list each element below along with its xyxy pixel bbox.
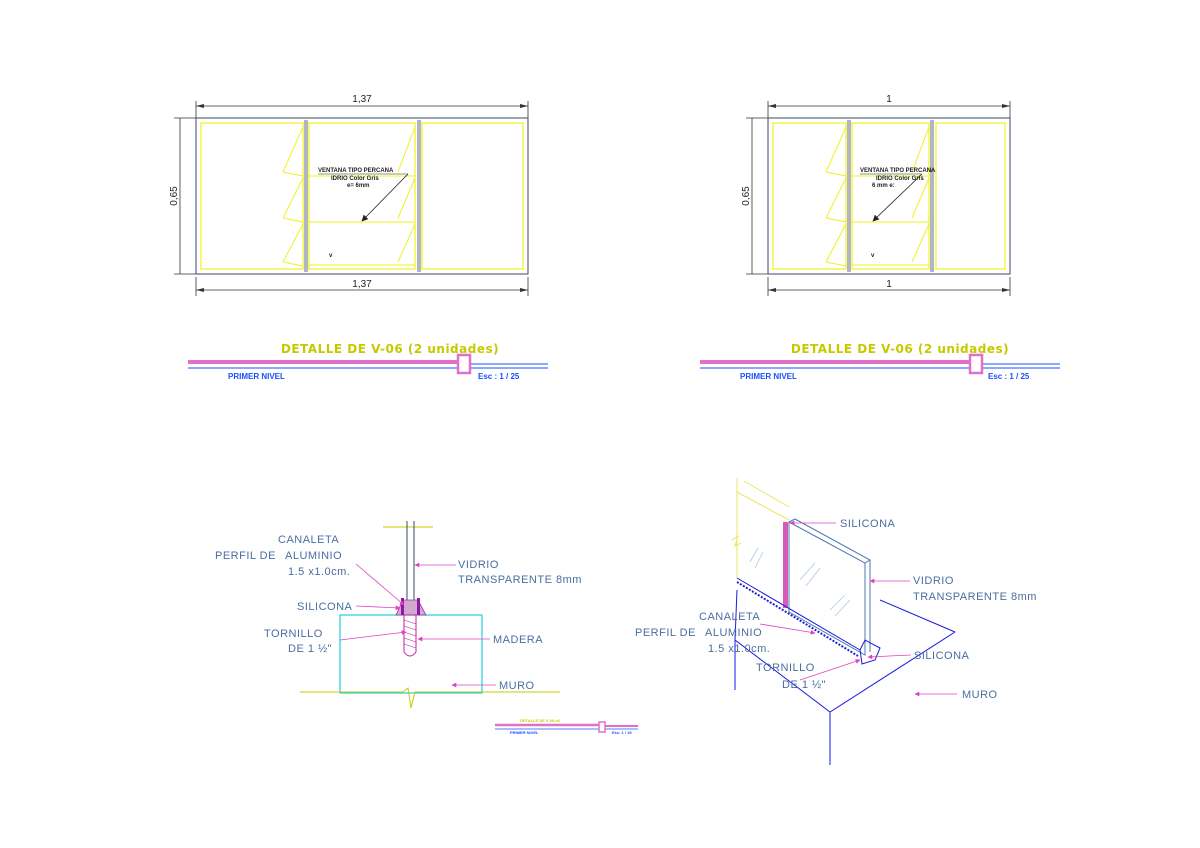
sec-aluminio: ALUMINIO [285,550,342,562]
sec-level: PRIMER NIVEL [510,730,539,735]
title-block-right: DETALLE DE V-06 (2 unidades) PRIMER NIVE… [700,342,1060,381]
note-line1-right: VENTANA TIPO PERCANA [860,168,936,174]
section-detail: CANALETA PERFIL DE ALUMINIO 1.5 x1.0cm. … [215,521,638,735]
iso-transparente: TRANSPARENTE 8mm [913,591,1037,603]
sec-muro: MURO [499,680,535,692]
level-right: PRIMER NIVEL [740,372,797,381]
window-elevation-right: 1 1 0,65 VENTANA TI [741,94,1011,296]
note-line1-left: VENTANA TIPO PERCANA [318,168,394,174]
sec-de: DE 1 ½" [288,643,332,655]
iso-tornillo: TORNILLO [756,662,815,674]
iso-medida: 1.5 x1.0cm. [708,643,770,655]
iso-de: DE 1 ½" [782,679,826,691]
sec-tornillo: TORNILLO [264,628,323,640]
sec-silicona: SILICONA [297,601,353,613]
iso-canaleta: CANALETA [699,611,760,623]
iso-aluminio: ALUMINIO [705,627,762,639]
title-right: DETALLE DE V-06 (2 unidades) [791,342,1009,356]
sec-canaleta: CANALETA [278,534,339,546]
scale-left: Esc : 1 / 25 [478,372,520,381]
scale-right: Esc : 1 / 25 [988,372,1030,381]
sec-vidrio: VIDRIO [458,559,499,571]
window-elevation-left: 1,37 1,37 0,65 [169,94,529,296]
dim-top-left: 1,37 [352,94,372,105]
title-block-left: DETALLE DE V-06 (2 unidades) PRIMER NIVE… [188,342,548,381]
dim-top-right: 1 [886,94,892,105]
note-line3-right: 6 mm e: [872,183,895,189]
isometric-detail: SILICONA VIDRIO TRANSPARENTE 8mm CANALET… [635,478,1037,765]
note-line3-left: e= 6mm [347,183,370,189]
dim-side-left: 0,65 [169,186,180,206]
level-left: PRIMER NIVEL [228,372,285,381]
sec-madera: MADERA [493,634,543,646]
dim-bottom-left: 1,37 [352,279,372,290]
sec-scale: Esc: 1 / 15 [612,730,632,735]
iso-vidrio: VIDRIO [913,575,954,587]
title-left: DETALLE DE V-06 (2 unidades) [281,342,499,356]
sec-title: DETALLE DE V-06,v8 [520,718,560,723]
mark-left: v [329,253,333,259]
sec-perfil: PERFIL DE [215,550,276,562]
iso-silicona-top: SILICONA [840,518,896,530]
sec-transparente: TRANSPARENTE 8mm [458,574,582,586]
note-line2-right: IDRIO Color Gris [876,176,924,182]
mark-right: v [871,253,875,259]
note-line2-left: IDRIO Color Gris [331,176,379,182]
dim-bottom-right: 1 [886,279,892,290]
sec-medida: 1.5 x1.0cm. [288,566,350,578]
dim-side-right: 0,65 [741,186,752,206]
iso-perfil: PERFIL DE [635,627,696,639]
iso-muro: MURO [962,689,998,701]
iso-silicona-bottom: SILICONA [914,650,970,662]
